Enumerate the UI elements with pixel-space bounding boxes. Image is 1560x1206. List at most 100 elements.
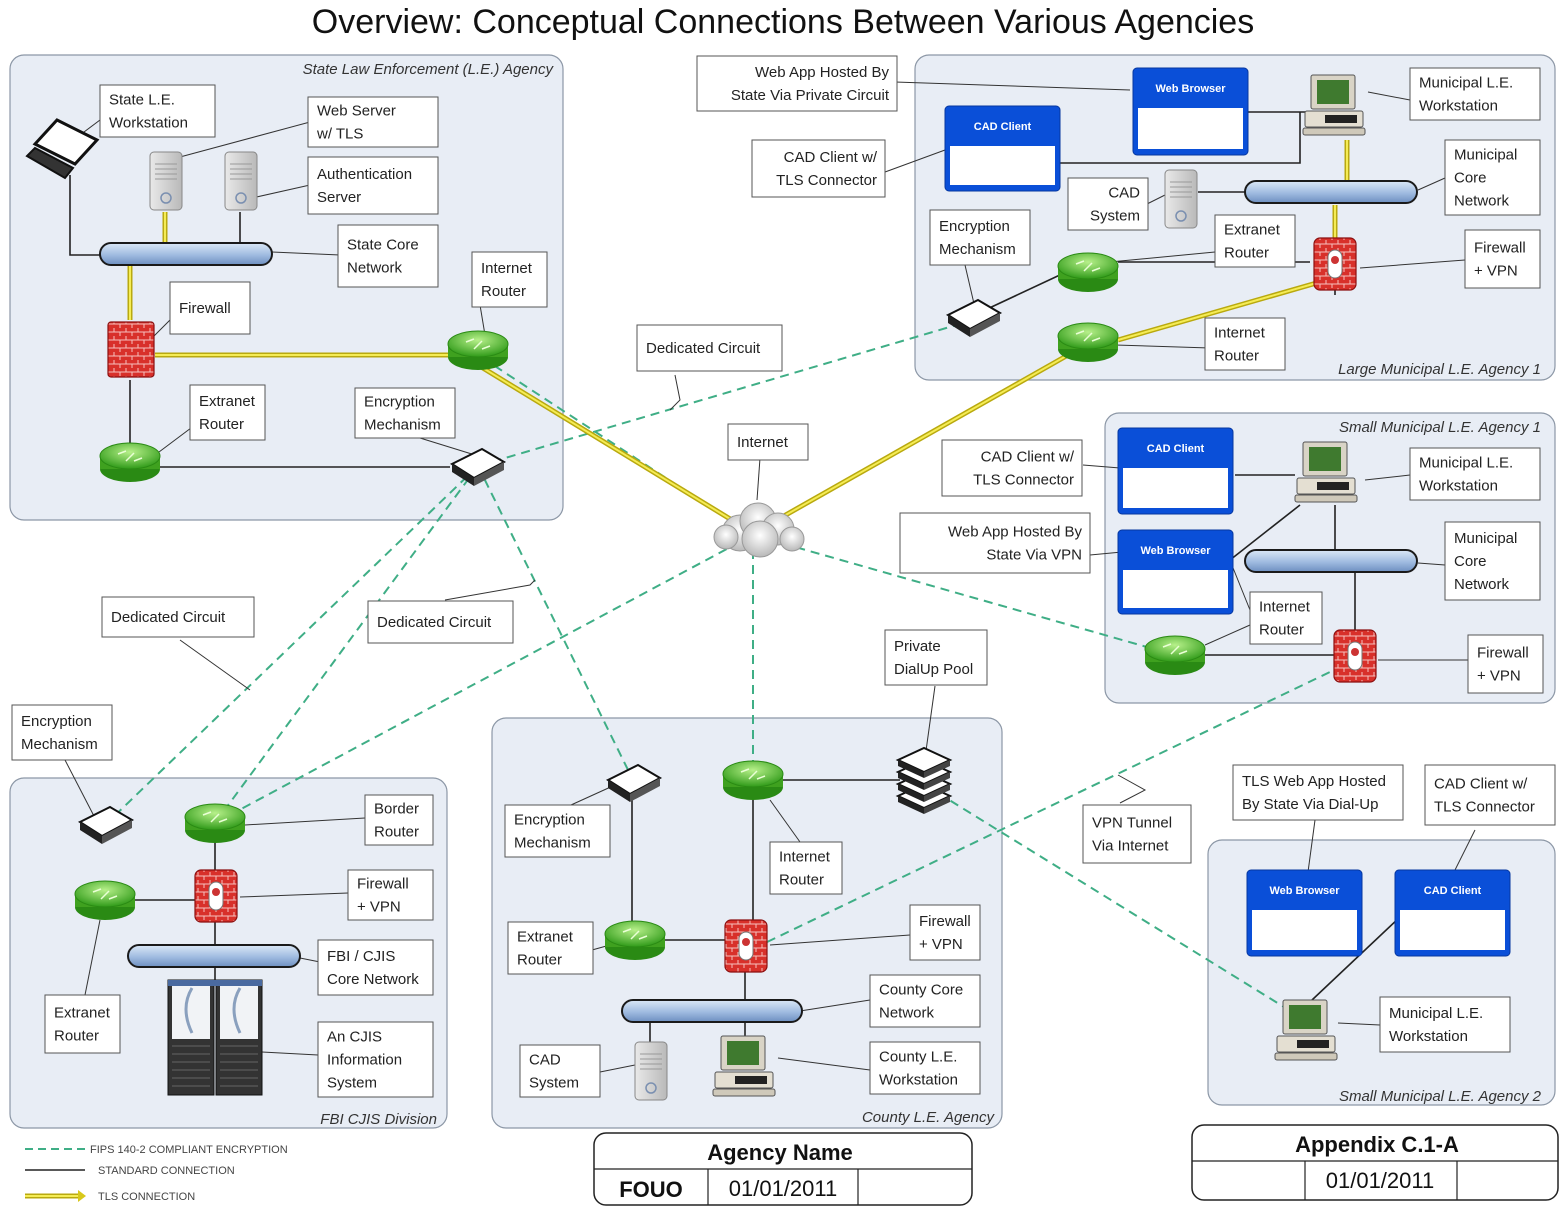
- legend-tls-label: TLS CONNECTION: [98, 1191, 195, 1203]
- callout-text: DialUp Pool: [894, 661, 973, 678]
- callout-text: Web App Hosted By: [948, 524, 1082, 541]
- callout-text: Web Server: [317, 103, 396, 120]
- tls-links: [127, 140, 1350, 528]
- agency-name-county: County L.E. Agency: [862, 1109, 996, 1126]
- callout-text: Internet: [779, 849, 831, 866]
- callout-lm-ws: Municipal L.E.Workstation: [1409, 67, 1541, 121]
- callout-text: Router: [199, 416, 244, 433]
- footer-title-block: Agency Name FOUO 01/01/2011: [593, 1132, 973, 1206]
- sm2-web-browser-app: Web Browser: [1246, 869, 1363, 957]
- callout-text: Via Internet: [1092, 838, 1169, 855]
- callout-state-ws: State L.E. Workstation: [99, 84, 216, 138]
- lm-encryption-device-icon: [945, 298, 1003, 337]
- sm1-core-network-bar: [1244, 549, 1418, 573]
- callout-text: w/ TLS: [316, 126, 363, 143]
- callout-text: Municipal: [1454, 147, 1517, 164]
- fbi-firewall-vpn-icon: [194, 869, 238, 923]
- callout-dedicated2: Dedicated Circuit: [101, 596, 255, 638]
- sm1-web-browser-app: Web Browser: [1117, 529, 1234, 615]
- legend-fips-label: FIPS 140-2 COMPLIANT ENCRYPTION: [90, 1144, 288, 1156]
- callout-text: TLS Connector: [1434, 799, 1535, 816]
- callout-text: System: [1090, 208, 1140, 225]
- agency-name-state: State Law Enforcement (L.E.) Agency: [303, 61, 555, 78]
- callout-text: Router: [1259, 622, 1304, 639]
- sm2-cad-client-app: CAD Client: [1394, 869, 1511, 957]
- callout-text: Router: [374, 824, 419, 841]
- callout-text: Network: [347, 260, 403, 277]
- callout-text: Core Network: [327, 971, 419, 988]
- callout-text: System: [529, 1075, 579, 1092]
- callout-sm2-cad-client: CAD Client w/TLS Connector: [1424, 764, 1556, 826]
- callout-dedicated3: Dedicated Circuit: [367, 600, 514, 644]
- app-title-label: CAD Client: [974, 121, 1032, 133]
- callout-text: Firewall: [919, 913, 971, 930]
- agency-name-small-municipal-2: Small Municipal L.E. Agency 2: [1339, 1088, 1542, 1105]
- callout-text: Encryption: [21, 713, 92, 730]
- callout-text: Information: [327, 1052, 402, 1069]
- callout-labels: State L.E. Workstation Web Server w/ TLS Aut…: [11, 55, 1556, 1098]
- callout-text: Network: [879, 1005, 935, 1022]
- callout-text: Network: [1454, 576, 1510, 593]
- callout-text: CAD Client w/: [784, 149, 878, 166]
- callout-text: CAD Client w/: [1434, 776, 1528, 793]
- fbi-extranet-router-icon: [74, 880, 136, 920]
- callout-text: Encryption: [514, 812, 585, 829]
- callout-sm1-firewall: Firewall+ VPN: [1467, 634, 1544, 694]
- callout-text: System: [327, 1075, 377, 1092]
- connections: [69, 111, 1401, 1042]
- state-extranet-router-icon: [99, 442, 161, 482]
- callout-text: Firewall: [1474, 240, 1526, 257]
- sm1-internet-router-icon: [1144, 635, 1206, 675]
- state-internet-router-icon: [447, 330, 509, 370]
- lm-web-browser-app: Web Browser: [1132, 67, 1249, 156]
- callout-text: TLS Connector: [973, 472, 1074, 489]
- footer-appendix-date: 01/01/2011: [1326, 1168, 1434, 1193]
- callout-text: An CJIS: [327, 1029, 382, 1046]
- callout-text: Extranet: [199, 393, 256, 410]
- callout-dedicated1: Dedicated Circuit: [636, 324, 783, 372]
- callout-text: Firewall: [1477, 645, 1529, 662]
- arrowhead-icon: [78, 1190, 86, 1202]
- app-title-label: Web Browser: [1155, 83, 1226, 95]
- callout-county-ws: County L.E.Workstation: [869, 1041, 981, 1095]
- callout-text: State Via VPN: [986, 547, 1082, 564]
- callout-text: Router: [1214, 348, 1259, 365]
- state-firewall-icon: [107, 321, 155, 378]
- callout-text: + VPN: [357, 899, 401, 916]
- callout-text: Workstation: [109, 115, 188, 132]
- county-workstation-icon: [712, 1035, 776, 1097]
- mainframe-icon: [167, 979, 263, 1096]
- callout-text: CAD: [529, 1052, 561, 1069]
- callout-text: Router: [481, 283, 526, 300]
- callout-text: Border: [374, 801, 419, 818]
- callout-text: State L.E.: [109, 92, 175, 109]
- callout-text: CAD: [1108, 185, 1140, 202]
- state-encryption-device-icon: [449, 447, 507, 486]
- callout-text: Extranet: [1224, 222, 1281, 239]
- callout-lm-firewall: Firewall+ VPN: [1464, 229, 1541, 289]
- callout-text: Internet: [737, 434, 789, 451]
- sm1-cad-client-app: CAD Client: [1117, 427, 1234, 515]
- callout-sm1-ws: Municipal L.E.Workstation: [1409, 447, 1541, 501]
- callout-text: Web App Hosted By: [755, 64, 889, 81]
- sm2-workstation-icon: [1274, 999, 1338, 1061]
- callout-text: By State Via Dial-Up: [1242, 796, 1378, 813]
- callout-county-cad: CAD System: [519, 1044, 601, 1098]
- callout-text: Firewall: [357, 876, 409, 893]
- agency-name-large-municipal: Large Municipal L.E. Agency 1: [1338, 361, 1541, 378]
- lm-core-network-bar: [1244, 180, 1418, 204]
- lm-extranet-router-icon: [1057, 252, 1119, 292]
- callout-text: Mechanism: [364, 417, 441, 434]
- app-title-label: Web Browser: [1140, 545, 1211, 557]
- state-laptop-icon: [25, 118, 100, 180]
